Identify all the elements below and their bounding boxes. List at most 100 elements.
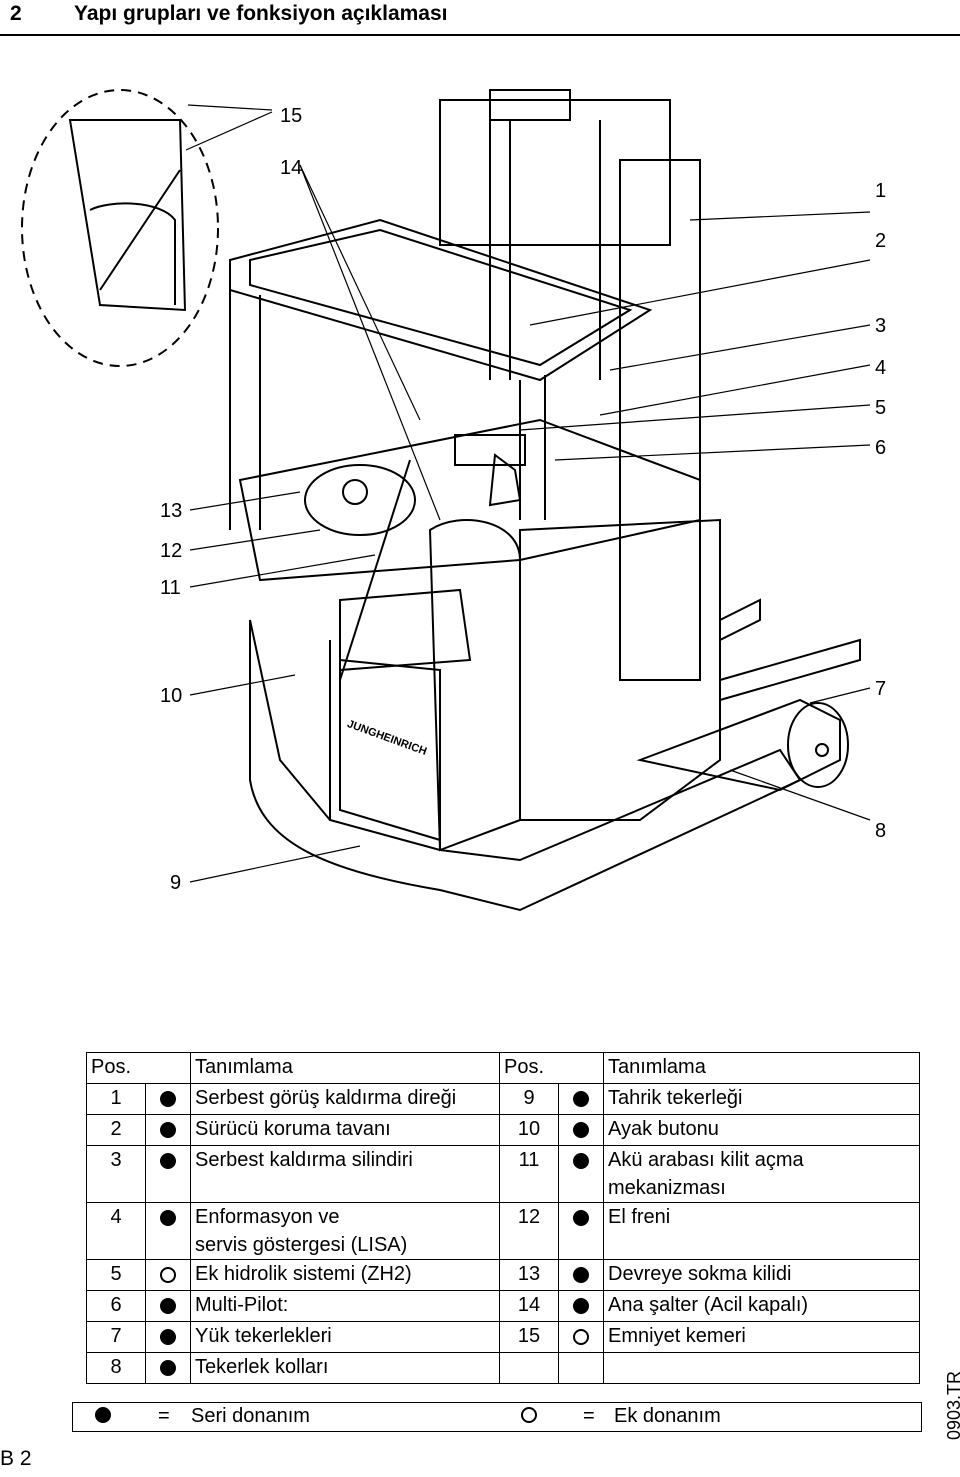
table-row: 5 Ek hidrolik sistemi (ZH2) 13 Devreye s…: [86, 1259, 920, 1291]
optional-dot: [145, 1259, 191, 1291]
legend-box: = Seri donanım = Ek donanım: [72, 1402, 922, 1432]
standard-dot: [145, 1114, 191, 1146]
row-num-right: 9: [499, 1083, 559, 1115]
standard-dot: [145, 1145, 191, 1203]
row-desc-right: El freni: [603, 1202, 920, 1260]
table-row: 7 Yük tekerlekleri 15 Emniyet kemeri: [86, 1321, 920, 1353]
callout-11: 11: [160, 577, 181, 599]
page-header: 2 Yapı grupları ve fonksiyon açıklaması: [0, 0, 960, 32]
standard-dot: [145, 1352, 191, 1384]
steering-wheel: [304, 464, 416, 536]
table-row: 2 Sürücü koruma tavanı 10 Ayak butonu: [86, 1114, 920, 1146]
header-pos-left: Pos.: [86, 1052, 146, 1084]
row-desc-right: Tahrik tekerleği: [603, 1083, 920, 1115]
header-pos-right: Pos.: [499, 1052, 559, 1084]
callout-7: 7: [875, 678, 887, 700]
header-desc-left: Tanımlama: [190, 1052, 500, 1084]
lisa-display: [454, 434, 526, 466]
callout-1: 1: [875, 180, 887, 202]
row-desc-left: Ek hidrolik sistemi (ZH2): [190, 1259, 500, 1291]
row-desc-left: Multi-Pilot:: [190, 1290, 500, 1322]
row-desc-right: Ana şalter (Acil kapalı): [603, 1290, 920, 1322]
row-num-left: 1: [86, 1083, 146, 1115]
row-num-right: 12: [499, 1202, 559, 1260]
callout-5: 5: [875, 397, 887, 419]
callout-12: 12: [160, 540, 183, 562]
table-row: 1 Serbest görüş kaldırma direği 9 Tahrik…: [86, 1083, 920, 1115]
chapter-number: 2: [10, 2, 22, 25]
legend-optional-label: Ek donanım: [614, 1405, 721, 1427]
legend-equals: =: [158, 1405, 170, 1427]
battery-cover: [339, 658, 441, 842]
seat-detail: [68, 119, 187, 312]
callout-9: 9: [170, 872, 182, 894]
wheel-arm: [636, 698, 841, 792]
callout-3: 3: [875, 315, 887, 337]
callout-8: 8: [875, 820, 887, 842]
callout-10: 10: [160, 685, 183, 707]
row-num-right: 14: [499, 1290, 559, 1322]
header-rule: [0, 34, 960, 36]
row-num-left: 8: [86, 1352, 146, 1384]
row-desc-left: Tekerlek kolları: [190, 1352, 500, 1384]
row-num-right: 13: [499, 1259, 559, 1291]
forklift-illustration: 15 14 1 2 3 4 5 6 13 12 11 10 7 8 9 JUNG…: [0, 60, 960, 980]
table-row: 3 Serbest kaldırma silindiri 11 Akü arab…: [86, 1145, 920, 1203]
table-row: 8 Tekerlek kolları: [86, 1352, 920, 1384]
parts-table: Pos. Tanımlama Pos. Tanımlama 1 Serbest …: [86, 1052, 920, 1384]
page-number: B 2: [0, 1447, 32, 1470]
dashboard: [238, 418, 701, 582]
legend-standard-dot: [95, 1407, 111, 1423]
row-num-right: 11: [499, 1145, 559, 1203]
optional-dot: [558, 1321, 604, 1353]
callout-4: 4: [875, 357, 887, 379]
row-num-right: 10: [499, 1114, 559, 1146]
row-desc-left-line2: servis göstergesi (LISA): [195, 1234, 408, 1256]
row-desc-right-line1: Akü arabası kilit açma: [608, 1149, 804, 1171]
table-row: 4 Enformasyon ve servis göstergesi (LISA…: [86, 1202, 920, 1260]
legend-optional-dot: [521, 1407, 537, 1423]
chassis: [249, 619, 802, 912]
forklift-drawing: [21, 89, 871, 912]
row-desc-right-line2: mekanizması: [608, 1177, 726, 1199]
load-wheel: [787, 702, 849, 788]
header-desc-right: Tanımlama: [603, 1052, 920, 1084]
row-num-right: 15: [499, 1321, 559, 1353]
standard-dot: [558, 1290, 604, 1322]
row-desc-left: Enformasyon ve servis göstergesi (LISA): [190, 1202, 500, 1260]
row-num-left: 5: [86, 1259, 146, 1291]
mast-right: [619, 159, 701, 681]
table-row: 6 Multi-Pilot: 14 Ana şalter (Acil kapal…: [86, 1290, 920, 1322]
row-desc-right: Ayak butonu: [603, 1114, 920, 1146]
callout-14: 14: [280, 157, 303, 179]
seat-back: [428, 519, 521, 852]
forks: [719, 598, 861, 702]
row-desc-left: Serbest kaldırma silindiri: [190, 1145, 500, 1203]
standard-dot: [558, 1259, 604, 1291]
row-desc-right: Akü arabası kilit açma mekanizması: [603, 1145, 920, 1203]
pointer-line: [339, 459, 411, 681]
table-header-row: Pos. Tanımlama Pos. Tanımlama: [86, 1052, 920, 1084]
row-desc-left: Serbest görüş kaldırma direği: [190, 1083, 500, 1115]
mast-top: [439, 99, 671, 246]
row-num-left: 6: [86, 1290, 146, 1322]
legend-standard-label: Seri donanım: [191, 1405, 310, 1427]
row-num-left: 7: [86, 1321, 146, 1353]
standard-dot: [558, 1114, 604, 1146]
callout-15: 15: [280, 105, 303, 127]
row-num-left: 2: [86, 1114, 146, 1146]
standard-dot: [145, 1083, 191, 1115]
standard-dot: [145, 1321, 191, 1353]
callout-6: 6: [875, 437, 887, 459]
row-desc-left: Sürücü koruma tavanı: [190, 1114, 500, 1146]
side-body: [519, 518, 721, 821]
standard-dot: [145, 1202, 191, 1260]
overhead-guard: [229, 218, 653, 382]
row-desc-left-line1: Enformasyon ve: [195, 1206, 340, 1228]
row-desc-left: Yük tekerlekleri: [190, 1321, 500, 1353]
row-desc-right: Devreye sokma kilidi: [603, 1259, 920, 1291]
callout-2: 2: [875, 230, 887, 252]
legend-equals: =: [583, 1405, 595, 1427]
standard-dot: [145, 1290, 191, 1322]
standard-dot: [558, 1145, 604, 1203]
